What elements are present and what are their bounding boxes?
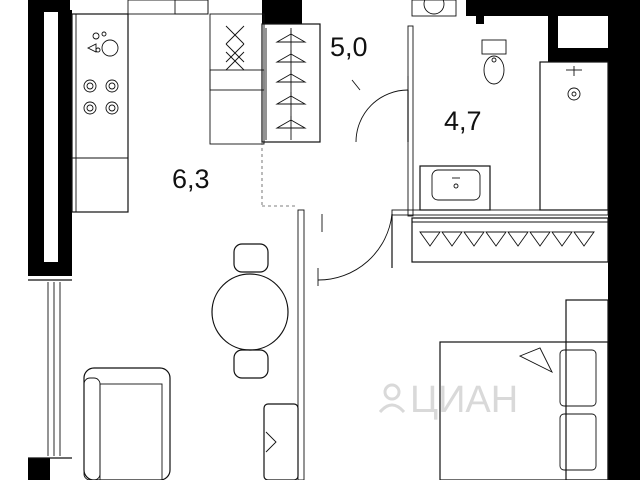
sofa-icon — [83, 367, 171, 480]
door-swing-icon — [351, 79, 409, 143]
hall-cabinet — [209, 13, 265, 145]
area-label-bathroom: 4,7 — [444, 106, 482, 136]
area-label-kitchen: 6,3 — [172, 164, 210, 194]
kitchen-counter — [71, 0, 209, 213]
toilet-icon — [481, 39, 507, 85]
door-swing-icon — [317, 213, 393, 286]
bedroom-wardrobe — [411, 217, 609, 263]
walls — [28, 0, 640, 480]
chair-icon — [233, 243, 269, 379]
washer-icon — [423, 0, 445, 15]
watermark: ЦИАН — [378, 379, 518, 421]
window-left — [28, 279, 72, 459]
wardrobe — [261, 23, 321, 143]
tv-stand — [263, 403, 299, 480]
area-label-hallway: 5,0 — [330, 32, 368, 62]
bathtub-icon — [539, 61, 609, 211]
sink-icon — [419, 165, 491, 211]
hanger-icon — [419, 231, 595, 247]
bed-icon — [439, 299, 609, 480]
watermark-text: ЦИАН — [410, 379, 518, 421]
stove-icon — [83, 79, 119, 115]
sink-icon — [86, 31, 119, 57]
hanger-icon — [275, 30, 307, 129]
dining-table-icon — [211, 273, 289, 351]
